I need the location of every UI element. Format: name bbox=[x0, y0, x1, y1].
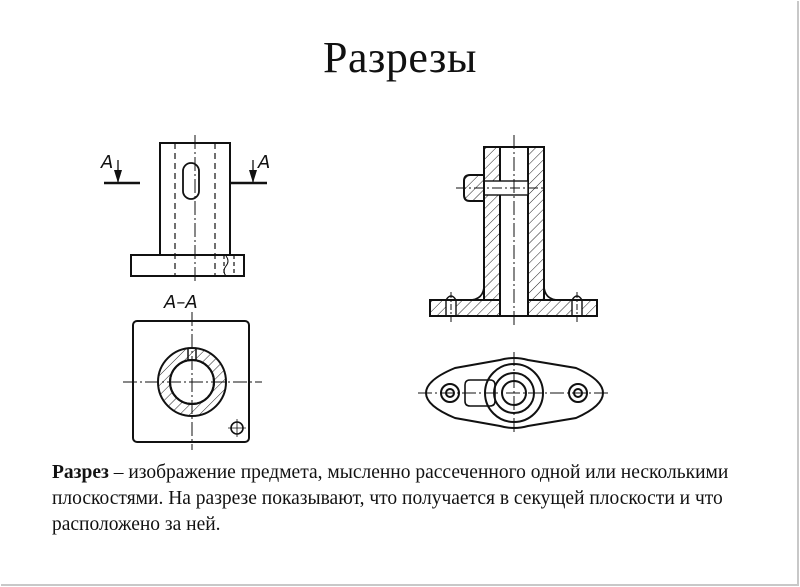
definition-dash: – bbox=[108, 462, 129, 483]
section-letter-left: А bbox=[100, 152, 113, 173]
section-letter-right: А bbox=[257, 152, 270, 173]
section-aa-view bbox=[123, 312, 262, 450]
front-view-left bbox=[104, 135, 267, 284]
definition-term: Разрез bbox=[52, 462, 109, 483]
front-section-right bbox=[429, 135, 598, 325]
definition-text: изображение предмета, мысленно рассеченн… bbox=[52, 462, 729, 535]
definition-paragraph: Разрез – изображение предмета, мысленно … bbox=[52, 460, 752, 538]
top-view-right bbox=[418, 352, 610, 434]
slide-title: Разрезы bbox=[323, 33, 477, 82]
section-caption: А–А bbox=[163, 292, 198, 313]
